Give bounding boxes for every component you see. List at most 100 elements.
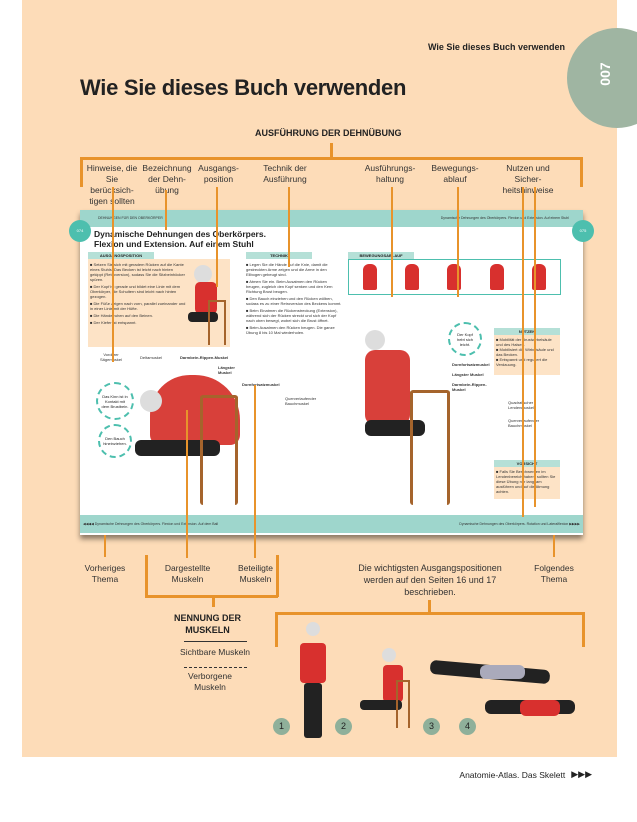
- callout-line: [165, 190, 167, 230]
- muscle-label: Deltamuskel: [140, 355, 163, 360]
- position-chair: [396, 680, 410, 728]
- chair-photo: [208, 300, 226, 345]
- callout-line: [522, 187, 524, 517]
- label-prev-topic: Vorheriges Thema: [84, 563, 126, 584]
- muscle-label: Vorderer Sägemuskel: [99, 352, 122, 362]
- benefit-box: ■ Mobilität der Brustwirbelsäule und des…: [494, 335, 560, 375]
- callout-line: [457, 187, 459, 297]
- spread-footer: [80, 515, 583, 533]
- callout-line: [186, 410, 188, 558]
- hidden-muscle-line: [184, 667, 247, 668]
- label-benefit: Nutzen und Sicher-heitshinweise: [502, 163, 554, 195]
- label-shown-muscles: Dargestellte Muskeln: [164, 563, 211, 584]
- bracket-line: [80, 157, 83, 187]
- callout-line: [391, 187, 393, 297]
- position-number: 2: [335, 718, 352, 735]
- bracket-line: [275, 612, 585, 615]
- page-number: 007: [597, 62, 613, 86]
- bracket-line: [212, 597, 215, 607]
- muscle-label: Längster Muskel: [452, 372, 484, 377]
- sequence-strip: [348, 259, 561, 295]
- section-technique: TECHNIK: [246, 252, 312, 259]
- hint-circle: Der Kopf hebt sich leicht.: [448, 322, 482, 356]
- callout-line: [534, 187, 536, 507]
- sequence-photo: [405, 264, 420, 290]
- bracket-line: [275, 612, 278, 647]
- visible-muscle-line: [184, 641, 247, 642]
- bracket-line: [580, 157, 583, 187]
- technique-text: ■ Legen Sie die Hände auf die Knie, dami…: [246, 262, 342, 335]
- chair-right: [410, 390, 450, 505]
- section-start: AUSGANGSPOSITION: [88, 252, 154, 259]
- start-text: ■ Setzen Sie sich mit geradem Rücken auf…: [90, 262, 186, 325]
- muscle-label: Darmbein-Rippen-Muskel: [452, 382, 487, 392]
- label-posture: Ausführungs-haltung: [364, 163, 416, 184]
- anatomy-figure-right: [365, 350, 410, 425]
- anatomy-head-left: [140, 390, 162, 412]
- muscle-label: Längster Muskel: [218, 365, 235, 375]
- position-photo-standing: [300, 643, 326, 683]
- spread-header-right: Dynamische Dehnungen des Oberkörpers. Fl…: [440, 216, 569, 220]
- hint-circle: Das Kinn ist in Kontakt mit dem Brustbei…: [96, 382, 134, 420]
- position-photo-sitting: [383, 665, 403, 702]
- chair-left: [200, 395, 238, 505]
- label-sequence: Bewegungs-ablauf: [431, 163, 479, 184]
- position-number: 1: [273, 718, 290, 735]
- callout-line: [112, 187, 114, 362]
- position-photo-lying-side-shirt: [520, 700, 560, 716]
- position-photo-standing-legs: [304, 683, 322, 738]
- visible-muscles-label: Sichtbare Muskeln: [180, 647, 250, 657]
- position-number: 4: [459, 718, 476, 735]
- callout-line: [104, 535, 106, 557]
- next-topic-link[interactable]: Dynamische Dehnungen des Oberkörpers. Ro…: [459, 522, 580, 526]
- position-photo-sitting-head: [382, 648, 396, 662]
- callout-line: [553, 535, 555, 557]
- anatomy-legs-left: [135, 440, 220, 456]
- muscle-label: Dornfortsatzmuskel: [452, 362, 490, 367]
- footer-title: Anatomie-Atlas. Das Skelett: [459, 769, 566, 780]
- bracket-line: [582, 612, 585, 647]
- callout-line: [288, 187, 290, 267]
- muscles-legend-heading: NENNUNG DER MUSKELN: [173, 613, 241, 635]
- caution-box: ■ Falls Sie Beschwerden im Lendenbereich…: [494, 467, 560, 499]
- muscle-label: Darmbein-Rippen-Muskel: [180, 355, 229, 360]
- callout-line: [216, 187, 218, 287]
- woman-photo-head: [194, 265, 212, 283]
- label-next-topic: Folgendes Thema: [534, 563, 574, 584]
- bracket-line: [428, 600, 431, 614]
- position-photo-lying-back-shirt: [480, 665, 525, 679]
- prev-topic-link[interactable]: ◀◀◀◀ Dynamische Dehnungen des Oberkörper…: [83, 522, 219, 526]
- position-photo-sitting-legs: [360, 700, 402, 710]
- sequence-photo: [489, 264, 504, 290]
- position-number: 3: [423, 718, 440, 735]
- sequence-photos: [349, 260, 560, 290]
- callout-line: [254, 385, 256, 558]
- label-technique: Technik der Ausführung: [263, 163, 307, 184]
- muscle-label: Dornfortsatzmuskel: [242, 382, 280, 387]
- bracket-line: [145, 555, 148, 597]
- hidden-muscles-label: Verborgene Muskeln: [188, 671, 232, 692]
- spread-header-left: DEHNUNGEN FÜR DEN OBERKÖRPER: [98, 216, 163, 220]
- section-sequence: BEWEGUNGSABLAUF: [348, 252, 414, 259]
- section-benefit: NUTZEN: [494, 328, 560, 335]
- page-footer: Anatomie-Atlas. Das Skelett ▶▶▶: [459, 769, 592, 780]
- anatomy-figure-left: [150, 375, 240, 445]
- label-involved-muscles: Beteiligte Muskeln: [238, 563, 273, 584]
- sequence-photo: [363, 264, 378, 290]
- label-positions-note: Die wichtigsten Ausgangspositionen werde…: [358, 563, 502, 597]
- bracket-line: [276, 555, 279, 597]
- running-head: Wie Sie dieses Buch verwenden: [428, 42, 565, 52]
- execution-heading: AUSFÜHRUNG DER DEHNÜBUNG: [255, 128, 402, 138]
- bracket-line: [80, 157, 583, 160]
- muscle-label: Querverlaufender Bauchmuskel: [285, 396, 317, 406]
- label-name: Bezeichnung der Dehn-übung: [142, 163, 192, 195]
- woman-photo-legs: [188, 312, 218, 322]
- book-spread-example: DEHNUNGEN FÜR DEN OBERKÖRPER Dynamische …: [69, 210, 594, 535]
- muscle-label: Quadratischer Lendenmuskel: [508, 400, 534, 410]
- bracket-line: [145, 595, 278, 598]
- exercise-title: Dynamische Dehnungen des Oberkörpers. Fl…: [94, 229, 266, 249]
- sequence-photo: [447, 264, 462, 290]
- anatomy-head-right: [365, 330, 385, 350]
- hint-circle: Den Bauch hineinziehen.: [98, 424, 132, 458]
- page-num-right: 075: [572, 220, 594, 242]
